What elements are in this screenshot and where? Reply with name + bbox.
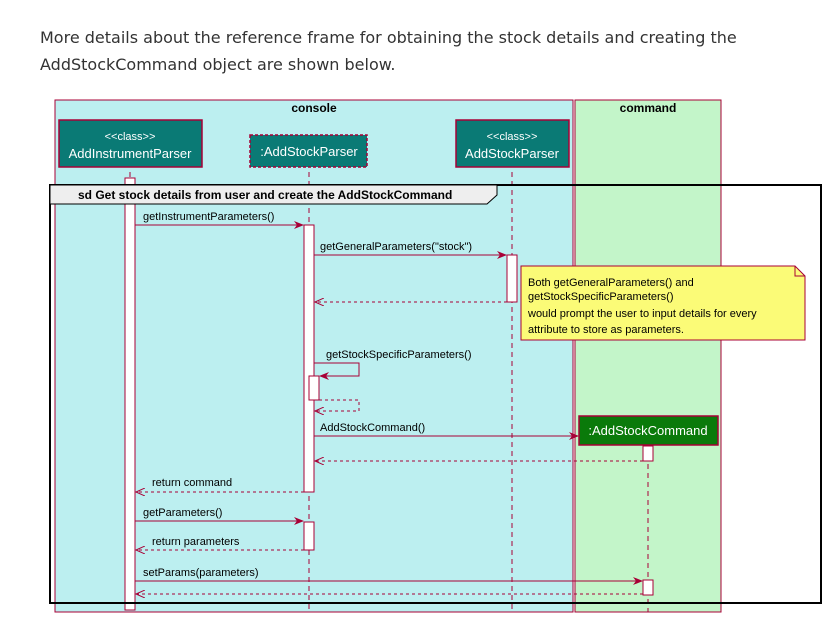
message-label-4: AddStockCommand()	[320, 422, 425, 434]
return-arrow-3	[315, 399, 360, 411]
svg-text:<<class>>: <<class>>	[487, 131, 538, 143]
svg-text:AddStockParser: AddStockParser	[465, 146, 560, 161]
message-arrow-3	[314, 362, 360, 380]
message-label-7: return parameters	[152, 536, 240, 548]
note-line-4: attribute to store as parameters.	[528, 324, 684, 336]
intro-paragraph: More details about the reference frame f…	[40, 28, 737, 74]
message-label-2: getGeneralParameters("stock")	[320, 241, 472, 253]
note-line-1: Both getGeneralParameters() and	[528, 277, 694, 289]
message-label-1: getInstrumentParameters()	[143, 211, 274, 223]
command-box	[574, 99, 722, 613]
console-box-title: console	[291, 101, 337, 115]
message-label-5: return command	[152, 477, 232, 489]
activation-self-call	[308, 375, 320, 401]
note-line-3: would prompt the user to input details f…	[527, 308, 757, 320]
participant-add-instrument-parser: <<class>> AddInstrumentParser	[58, 119, 203, 168]
participant-add-stock-parser-class: <<class>> AddStockParser	[455, 119, 570, 168]
note-line-2: getStockSpecificParameters()	[528, 291, 674, 303]
activation-add-stock-command-2	[642, 579, 654, 596]
participant-add-stock-command: :AddStockCommand	[578, 415, 719, 446]
participant-add-stock-parser-instance: :AddStockParser	[249, 134, 368, 168]
reference-frame-tab	[49, 184, 498, 205]
reference-frame-title: sd Get stock details from user and creat…	[78, 188, 452, 202]
svg-text::AddStockParser: :AddStockParser	[260, 144, 358, 159]
message-label-8: setParams(parameters)	[143, 567, 259, 579]
message-label-3: getStockSpecificParameters()	[326, 349, 472, 361]
note: Both getGeneralParameters() and getStock…	[520, 265, 806, 341]
command-box-title: command	[620, 101, 677, 115]
activation-get-parameters	[303, 521, 315, 551]
svg-text:AddInstrumentParser: AddInstrumentParser	[69, 146, 193, 161]
svg-text::AddStockCommand: :AddStockCommand	[588, 423, 707, 438]
activation-add-stock-command-1	[642, 445, 654, 462]
svg-text:<<class>>: <<class>>	[105, 131, 156, 143]
activation-add-stock-parser-class	[506, 254, 518, 303]
message-label-6: getParameters()	[143, 507, 222, 519]
activation-add-stock-parser	[303, 224, 315, 493]
activation-add-instrument-parser	[124, 177, 136, 611]
